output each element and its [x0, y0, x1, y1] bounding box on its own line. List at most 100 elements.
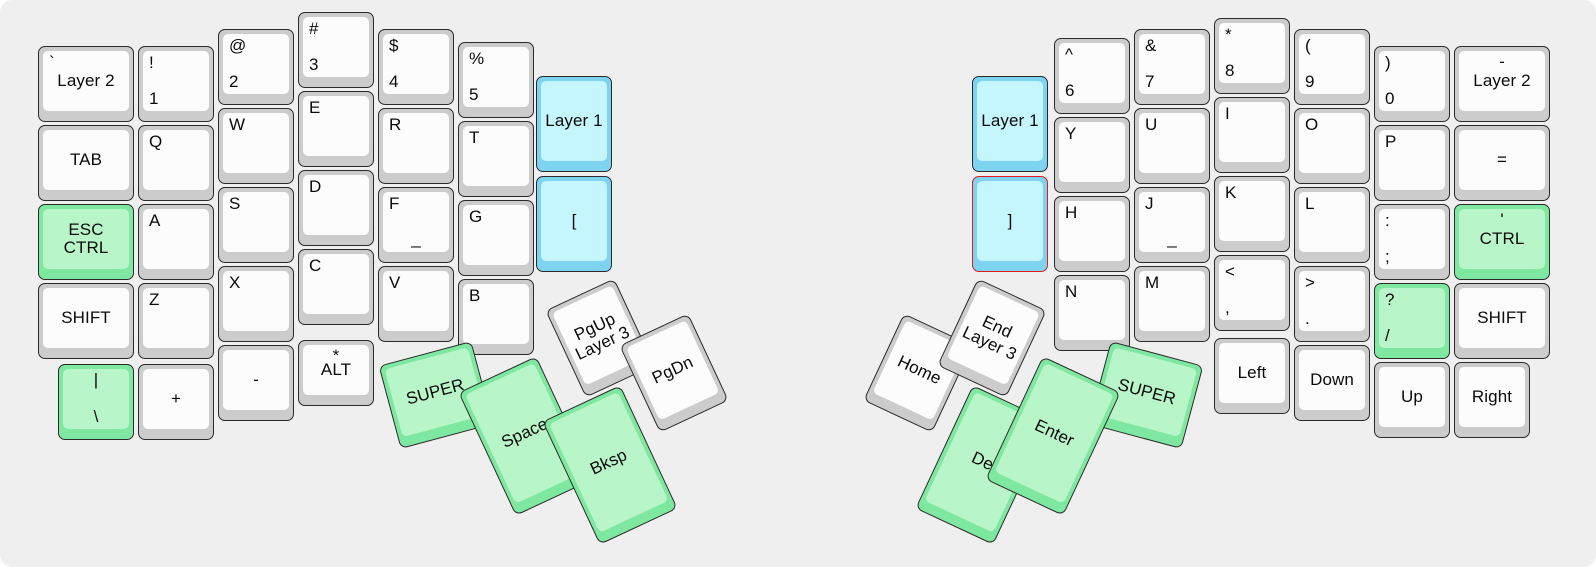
legend-center: +	[170, 389, 182, 409]
legend-bottom-left: 7	[1145, 72, 1155, 92]
key-l-c5-r3[interactable]: F_	[378, 187, 454, 263]
legend-top-left: R	[389, 115, 402, 134]
key-r-c7-r1[interactable]: -Layer 2	[1454, 46, 1550, 122]
legend-bottom-left: 9	[1305, 72, 1315, 92]
key-r-c1-r1[interactable]: Layer 1	[972, 76, 1048, 172]
legend-center: Right	[1471, 387, 1513, 407]
key-r-c2-r2[interactable]: Y	[1054, 117, 1130, 193]
key-r-c6-r2[interactable]: P	[1374, 125, 1450, 201]
key-r-c6-r5[interactable]: Up	[1374, 362, 1450, 438]
key-r-c5-r1[interactable]: (9	[1294, 29, 1370, 105]
key-l-c1-r4[interactable]: SHIFT	[38, 283, 134, 359]
keycap-surface: Up	[1379, 367, 1445, 427]
legend-top-left: )	[1385, 53, 1391, 72]
key-r-c6-r4[interactable]: ?/	[1374, 283, 1450, 359]
legend-bottom-left: .	[1305, 309, 1310, 329]
legend-top-left: F	[389, 194, 400, 213]
key-l-c5-r4[interactable]: V	[378, 266, 454, 342]
keycap-surface: D	[303, 175, 369, 235]
legend-center: TAB	[69, 150, 103, 170]
key-l-c4-r4[interactable]: C	[298, 249, 374, 325]
key-r-c7-r5[interactable]: Right	[1454, 362, 1530, 438]
key-l-c4-r1[interactable]: #3	[298, 12, 374, 88]
keycap-surface: A	[143, 209, 209, 269]
key-r-c7-r3[interactable]: 'CTRL	[1454, 204, 1550, 280]
keycap-surface: <,	[1219, 260, 1285, 320]
key-r-c4-r4[interactable]: <,	[1214, 255, 1290, 331]
key-r-c5-r3[interactable]: L	[1294, 187, 1370, 263]
key-l-c4-r5[interactable]: *ALT	[298, 340, 374, 406]
key-l-c7-r2[interactable]: [	[536, 176, 612, 272]
key-l-c2-r4[interactable]: Z	[138, 283, 214, 359]
key-r-c3-r4[interactable]: M	[1134, 266, 1210, 342]
keycap-surface: W	[223, 113, 289, 173]
keycap-surface: P	[1379, 130, 1445, 190]
key-l-c6-r3[interactable]: G	[458, 200, 534, 276]
legend-top-left: A	[149, 211, 161, 230]
legend-top-left: Z	[149, 290, 160, 309]
legend-center: [	[571, 211, 577, 231]
key-l-c2-r2[interactable]: Q	[138, 125, 214, 201]
key-l-c6-r1[interactable]: %5	[458, 42, 534, 118]
key-r-c2-r1[interactable]: ^6	[1054, 38, 1130, 114]
legend-top-left: (	[1305, 36, 1311, 55]
key-r-c5-r5[interactable]: Down	[1294, 345, 1370, 421]
key-l-c3-r2[interactable]: W	[218, 108, 294, 184]
keycap-surface: G	[463, 205, 529, 265]
legend-top-left: S	[229, 194, 241, 213]
key-l-c1-r1[interactable]: `Layer 2	[38, 46, 134, 122]
key-l-c1-r3[interactable]: ESC CTRL	[38, 204, 134, 280]
key-l-c1-r5[interactable]: |\	[58, 364, 134, 440]
keycap-surface: TAB	[43, 130, 129, 190]
key-r-c2-r4[interactable]: N	[1054, 275, 1130, 351]
key-r-c3-r2[interactable]: U	[1134, 108, 1210, 184]
key-l-c3-r3[interactable]: S	[218, 187, 294, 263]
key-l-c4-r3[interactable]: D	[298, 170, 374, 246]
key-r-c4-r3[interactable]: K	[1214, 176, 1290, 252]
key-r-c5-r2[interactable]: O	[1294, 108, 1370, 184]
key-l-c5-r1[interactable]: $4	[378, 29, 454, 105]
legend-center: ]	[1007, 211, 1013, 231]
keycap-surface: :;	[1379, 209, 1445, 269]
key-l-c3-r1[interactable]: @2	[218, 29, 294, 105]
key-r-c3-r1[interactable]: &7	[1134, 29, 1210, 105]
legend-center: Layer 1	[545, 111, 603, 131]
legend-top-left: U	[1145, 115, 1158, 134]
key-l-c7-r1[interactable]: Layer 1	[536, 76, 612, 172]
key-l-c1-r2[interactable]: TAB	[38, 125, 134, 201]
key-r-c1-r2[interactable]: ]	[972, 176, 1048, 272]
key-r-c6-r3[interactable]: :;	[1374, 204, 1450, 280]
legend-top-left: :	[1385, 211, 1390, 230]
key-r-c7-r4[interactable]: SHIFT	[1454, 283, 1550, 359]
key-r-c4-r2[interactable]: I	[1214, 97, 1290, 173]
keycap-surface: Z	[143, 288, 209, 348]
key-l-c2-r3[interactable]: A	[138, 204, 214, 280]
key-l-c6-r4[interactable]: B	[458, 279, 534, 355]
legend-top-left: %	[469, 49, 485, 68]
keycap-surface: ]	[977, 181, 1043, 261]
key-l-c6-r2[interactable]: T	[458, 121, 534, 197]
legend-bottom-left: 6	[1065, 81, 1075, 101]
key-r-c4-r5[interactable]: Left	[1214, 338, 1290, 414]
key-l-c3-r4[interactable]: X	[218, 266, 294, 342]
keycap-surface: PgDn	[625, 320, 720, 421]
key-l-c4-r2[interactable]: E	[298, 91, 374, 167]
legend-top-center: *	[332, 346, 340, 365]
key-r-c3-r3[interactable]: J_	[1134, 187, 1210, 263]
key-r-c4-r1[interactable]: *8	[1214, 18, 1290, 94]
legend-center-multiline: End Layer 3	[959, 311, 1020, 364]
keycap-surface: Left	[1219, 343, 1285, 403]
key-l-c5-r2[interactable]: R	[378, 108, 454, 184]
keycap-surface: Right	[1459, 367, 1525, 427]
key-l-c3-r5[interactable]: -	[218, 345, 294, 421]
key-r-c5-r4[interactable]: >.	[1294, 266, 1370, 342]
key-r-c6-r1[interactable]: )0	[1374, 46, 1450, 122]
keycap-surface: T	[463, 126, 529, 186]
legend-top-left: K	[1225, 183, 1237, 202]
key-l-c2-r5[interactable]: +	[138, 364, 214, 440]
key-r-c7-r2[interactable]: =	[1454, 125, 1550, 201]
key-r-c2-r3[interactable]: H	[1054, 196, 1130, 272]
legend-top-left: H	[1065, 203, 1078, 222]
key-l-c2-r1[interactable]: !1	[138, 46, 214, 122]
